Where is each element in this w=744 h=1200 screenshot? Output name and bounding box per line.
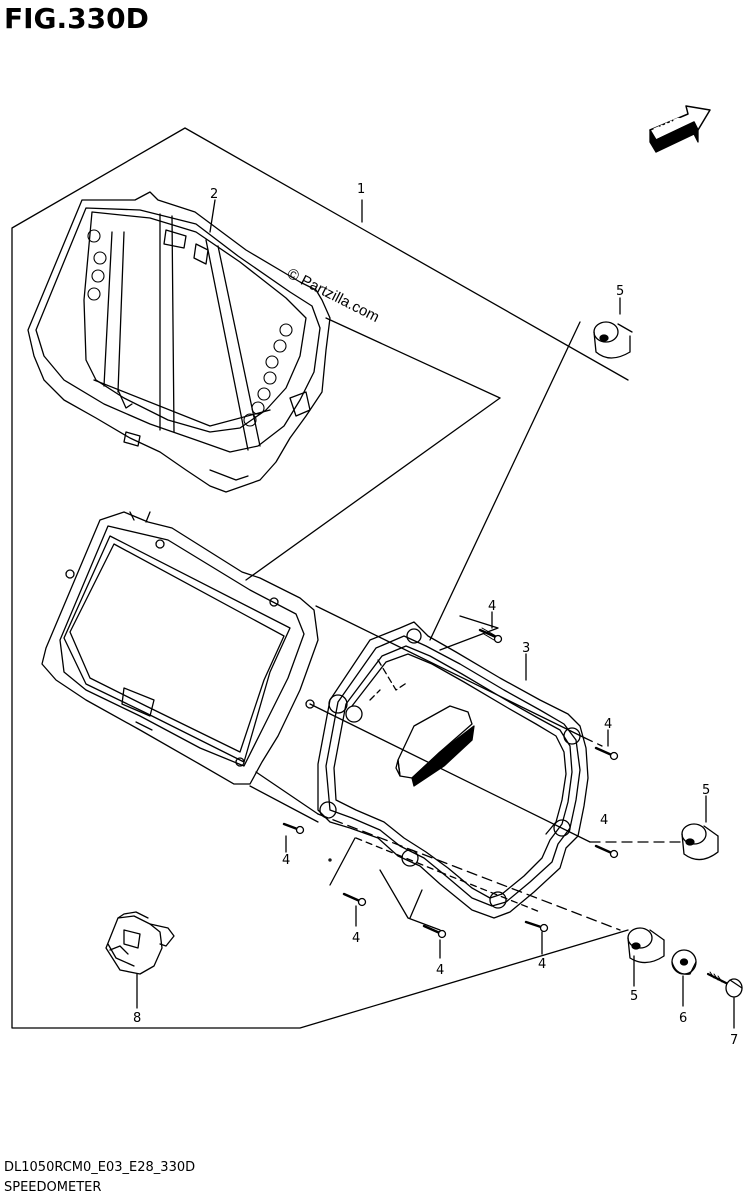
washer-icon xyxy=(671,949,697,975)
callout-4: 4 xyxy=(604,717,612,732)
fwd-arrow-icon: FWD xyxy=(649,105,711,153)
explode-line xyxy=(245,397,501,581)
explode-line xyxy=(325,317,501,399)
callout-3: 3 xyxy=(522,641,530,656)
screw-icon xyxy=(342,892,367,907)
screw-icon xyxy=(478,627,503,644)
callout-4: 4 xyxy=(436,963,444,978)
callout-8: 8 xyxy=(133,1011,141,1026)
explode-line xyxy=(439,871,541,913)
callout-5: 5 xyxy=(630,989,638,1004)
callout-7: 7 xyxy=(730,1033,738,1048)
callout-5: 5 xyxy=(616,284,624,299)
bolt-icon xyxy=(706,971,743,998)
screw-icon xyxy=(594,746,619,761)
leader-2 xyxy=(209,199,216,233)
explode-line xyxy=(315,605,586,739)
bracket-line xyxy=(409,889,423,919)
meter-display-unit xyxy=(41,511,319,785)
callout-6: 6 xyxy=(679,1011,687,1026)
grommet-icon xyxy=(627,927,665,964)
meter-case xyxy=(27,191,331,493)
callout-4: 4 xyxy=(538,957,546,972)
screw-icon xyxy=(524,920,549,933)
diagram-code: DL1050RCM0_E03_E28_330D xyxy=(4,1160,196,1175)
connector-icon xyxy=(105,911,175,975)
explode-line xyxy=(317,813,621,931)
diagram-name: SPEEDOMETER xyxy=(4,1180,102,1195)
meter-back-plate xyxy=(317,621,589,919)
bracket-line xyxy=(439,615,499,651)
callout-4: 4 xyxy=(282,853,290,868)
screw-icon xyxy=(282,822,305,835)
assembly-boundary xyxy=(11,127,629,1029)
callout-4: 4 xyxy=(352,931,360,946)
callout-5: 5 xyxy=(702,783,710,798)
explode-line xyxy=(355,837,441,873)
callout-1: 1 xyxy=(357,182,365,197)
callout-2: 2 xyxy=(210,187,218,202)
callout-4: 4 xyxy=(600,813,608,828)
grommet-icon xyxy=(593,321,633,359)
screw-icon xyxy=(422,924,447,939)
grommet-icon xyxy=(681,823,719,861)
explode-line xyxy=(255,771,319,815)
screw-icon xyxy=(594,844,619,859)
explode-line xyxy=(429,321,581,641)
figure-title: FIG.330D xyxy=(4,2,149,35)
explode-line xyxy=(584,737,603,747)
bracket-line xyxy=(379,869,441,931)
explode-line xyxy=(309,703,591,843)
callout-4: 4 xyxy=(488,599,496,614)
bracket-line xyxy=(329,837,356,886)
explode-line xyxy=(249,785,319,823)
